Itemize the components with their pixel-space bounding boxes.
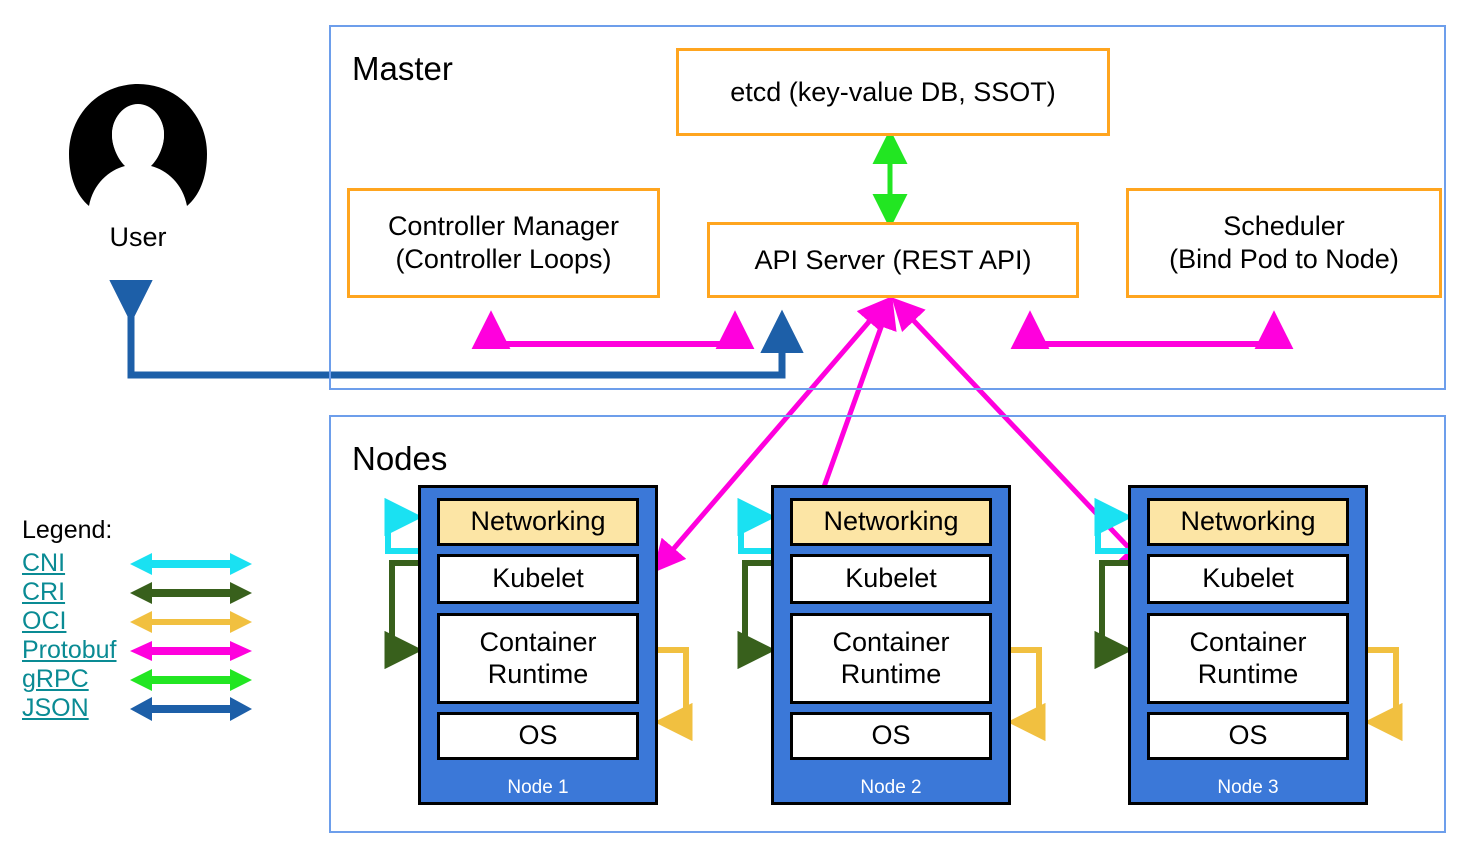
node-2-name: Node 2 (860, 777, 922, 798)
node-2-layer-container-runtime[interactable]: Container Runtime (790, 613, 992, 704)
user-label: User (109, 222, 167, 252)
legend-row-protobuf: Protobuf (22, 636, 312, 665)
node-1-layer-container-runtime[interactable]: Container Runtime (437, 613, 639, 704)
master-group-title: Master (352, 50, 453, 87)
node-1-layer-kubelet[interactable]: Kubelet (437, 554, 639, 604)
node-2-container-runtime-label: Container Runtime (832, 627, 950, 689)
master-group (329, 25, 1446, 390)
node-3-layer-os[interactable]: OS (1147, 712, 1349, 760)
node-card-2[interactable]: Networking Kubelet Container Runtime OS … (771, 485, 1011, 805)
master-component-scheduler[interactable]: Scheduler (Bind Pod to Node) (1126, 188, 1442, 298)
node-3-container-runtime-label: Container Runtime (1189, 627, 1307, 689)
master-component-etcd[interactable]: etcd (key-value DB, SSOT) (676, 48, 1110, 136)
node-3-kubelet-label: Kubelet (1202, 563, 1294, 594)
node-3-name: Node 3 (1217, 777, 1279, 798)
legend-swatch-grpc (130, 668, 252, 691)
legend-key-cni[interactable]: CNI (22, 549, 66, 577)
legend-key-protobuf[interactable]: Protobuf (22, 636, 117, 664)
legend-row-oci: OCI (22, 607, 312, 636)
controller-manager-label: Controller Manager (Controller Loops) (387, 211, 620, 274)
node-card-1[interactable]: Networking Kubelet Container Runtime OS … (418, 485, 658, 805)
scheduler-label: Scheduler (Bind Pod to Node) (1169, 211, 1399, 274)
user-actor: User (63, 78, 213, 251)
node-3-layer-container-runtime[interactable]: Container Runtime (1147, 613, 1349, 704)
node-2-networking-label: Networking (823, 506, 959, 537)
node-3-layer-networking[interactable]: Networking (1147, 498, 1349, 546)
legend-swatch-oci (130, 610, 252, 633)
node-2-layer-networking[interactable]: Networking (790, 498, 992, 546)
legend-key-cri[interactable]: CRI (22, 578, 66, 606)
legend: Legend: CNI CRI OCI Protobuf (22, 518, 312, 723)
master-component-api-server[interactable]: API Server (REST API) (707, 222, 1079, 298)
nodes-group (329, 415, 1446, 833)
node-1-os-label: OS (518, 720, 558, 751)
node-3-os-label: OS (1228, 720, 1268, 751)
legend-row-json: JSON (22, 694, 312, 723)
node-2-layer-os[interactable]: OS (790, 712, 992, 760)
node-3-layer-kubelet[interactable]: Kubelet (1147, 554, 1349, 604)
node-2-kubelet-label: Kubelet (845, 563, 937, 594)
legend-title: Legend: (22, 516, 113, 544)
node-1-layer-networking[interactable]: Networking (437, 498, 639, 546)
legend-key-grpc[interactable]: gRPC (22, 665, 89, 693)
etcd-label: etcd (key-value DB, SSOT) (730, 76, 1056, 107)
legend-row-grpc: gRPC (22, 665, 312, 694)
nodes-group-title: Nodes (352, 440, 448, 477)
node-1-networking-label: Networking (470, 506, 606, 537)
legend-swatch-json (130, 696, 252, 721)
legend-swatch-cri (130, 581, 252, 604)
node-3-networking-label: Networking (1180, 506, 1316, 537)
legend-row-cni: CNI (22, 549, 312, 578)
legend-key-json[interactable]: JSON (22, 694, 89, 722)
master-component-controller-manager[interactable]: Controller Manager (Controller Loops) (347, 188, 660, 298)
legend-row-cri: CRI (22, 578, 312, 607)
legend-key-oci[interactable]: OCI (22, 607, 67, 635)
node-1-kubelet-label: Kubelet (492, 563, 584, 594)
node-1-container-runtime-label: Container Runtime (479, 627, 597, 689)
node-1-name: Node 1 (507, 777, 569, 798)
node-2-layer-kubelet[interactable]: Kubelet (790, 554, 992, 604)
node-card-3[interactable]: Networking Kubelet Container Runtime OS … (1128, 485, 1368, 805)
legend-swatch-cni (130, 552, 252, 575)
legend-swatch-protobuf (130, 640, 252, 661)
node-1-layer-os[interactable]: OS (437, 712, 639, 760)
api-server-label: API Server (REST API) (754, 244, 1032, 275)
node-2-os-label: OS (871, 720, 911, 751)
user-avatar-icon (69, 84, 207, 206)
